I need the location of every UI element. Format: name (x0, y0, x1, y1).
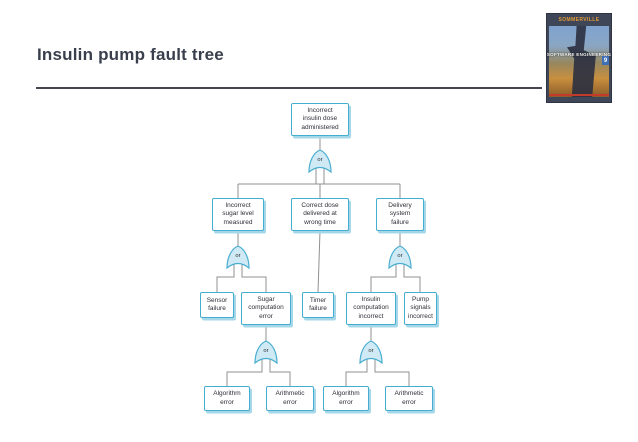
node-incorrect-sugar-level: Incorrect sugar level measured (212, 198, 264, 231)
node-correct-dose-wrong-time: Correct dose delivered at wrong time (291, 198, 349, 231)
node-pump-signals-incorrect: Pump signals incorrect (404, 292, 437, 325)
title-underline (36, 87, 542, 89)
book-title-text: SOFTWARE ENGINEERING (546, 52, 612, 57)
or-gate-label: or (397, 253, 402, 259)
node-arithmetic-error-right: Arithmetic error (385, 386, 433, 411)
node-incorrect-insulin-dose: Incorrect insulin dose administered (291, 103, 349, 136)
book-edition-badge: 9 (602, 56, 609, 65)
node-sugar-computation-error: Sugar computation error (241, 292, 291, 325)
or-gate-root: or (308, 149, 332, 174)
node-arithmetic-error-left: Arithmetic error (266, 386, 314, 411)
node-timer-failure: Timer failure (302, 292, 334, 318)
or-gate-label: or (263, 348, 268, 354)
book-cover-photo (549, 26, 609, 97)
book-cover-image: SOMMERVILLE SOFTWARE ENGINEERING 9 (546, 13, 612, 103)
page-title: Insulin pump fault tree (37, 45, 224, 64)
or-gate-sugar-computation: or (254, 340, 278, 365)
or-gate-insulin-computation: or (359, 340, 383, 365)
node-sensor-failure: Sensor failure (200, 292, 234, 318)
or-gate-label: or (368, 348, 373, 354)
or-gate-label: or (235, 253, 240, 259)
node-algorithm-error-left: Algorithm error (204, 386, 250, 411)
node-algorithm-error-right: Algorithm error (323, 386, 369, 411)
node-insulin-computation-incorrect: Insulin computation incorrect (346, 292, 396, 325)
or-gate-delivery: or (388, 245, 412, 270)
book-cover-accent-line (549, 94, 609, 96)
or-gate-sugar-level: or (226, 245, 250, 270)
node-delivery-system-failure: Delivery system failure (376, 198, 424, 231)
book-author-text: SOMMERVILLE (558, 17, 600, 23)
or-gate-label: or (317, 157, 322, 163)
